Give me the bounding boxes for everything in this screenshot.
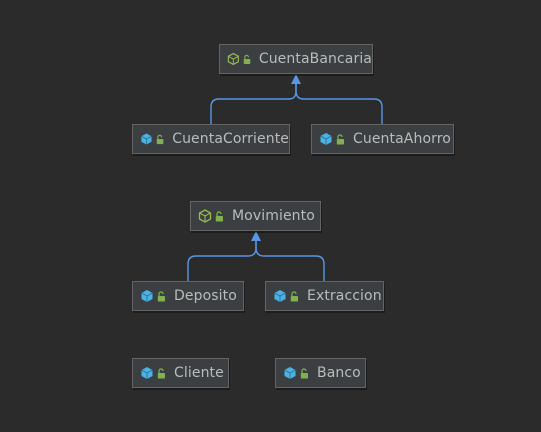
class-name-label: Movimiento — [232, 208, 315, 224]
class-icon — [141, 290, 153, 302]
unlocked-icon — [243, 54, 250, 64]
unlocked-icon — [290, 290, 298, 301]
unlocked-icon — [300, 367, 308, 378]
edge-extraccion-movimiento — [255, 240, 325, 281]
unlocked-icon — [157, 367, 165, 378]
class-node-cuentacorriente[interactable]: CuentaCorriente — [132, 124, 290, 154]
unlocked-icon — [156, 134, 164, 144]
abstract-class-icon — [198, 209, 212, 223]
class-node-movimiento[interactable]: Movimiento — [190, 201, 321, 231]
class-icon — [320, 133, 332, 145]
class-node-extraccion[interactable]: Extraccion — [265, 281, 384, 311]
abstract-class-icon — [227, 52, 239, 66]
inheritance-arrowhead-movimiento — [251, 231, 261, 241]
inheritance-arrowhead-cuentabancaria — [291, 74, 301, 84]
class-node-cuentabancaria[interactable]: CuentaBancaria — [219, 44, 373, 74]
edge-cuentaahorro-cuentabancaria — [295, 83, 383, 124]
class-node-deposito[interactable]: Deposito — [132, 281, 244, 311]
class-icon — [274, 290, 286, 302]
class-name-label: Extraccion — [307, 288, 382, 304]
class-icon — [141, 133, 152, 145]
class-node-banco[interactable]: Banco — [275, 358, 366, 388]
class-icon — [141, 367, 153, 379]
unlocked-icon — [336, 133, 344, 144]
class-name-label: CuentaAhorro — [353, 131, 451, 147]
class-name-label: Deposito — [174, 288, 237, 304]
unlocked-icon — [215, 210, 223, 221]
class-icon — [284, 367, 296, 379]
edge-cuentacorriente-cuentabancaria — [210, 83, 297, 124]
class-node-cuentaahorro[interactable]: CuentaAhorro — [311, 124, 454, 154]
class-name-label: Cliente — [174, 365, 224, 381]
class-name-label: CuentaCorriente — [172, 131, 289, 147]
edge-deposito-movimiento — [187, 240, 257, 281]
class-name-label: Banco — [317, 365, 361, 381]
class-node-cliente[interactable]: Cliente — [132, 358, 229, 388]
unlocked-icon — [157, 290, 165, 301]
class-name-label: CuentaBancaria — [258, 51, 372, 67]
